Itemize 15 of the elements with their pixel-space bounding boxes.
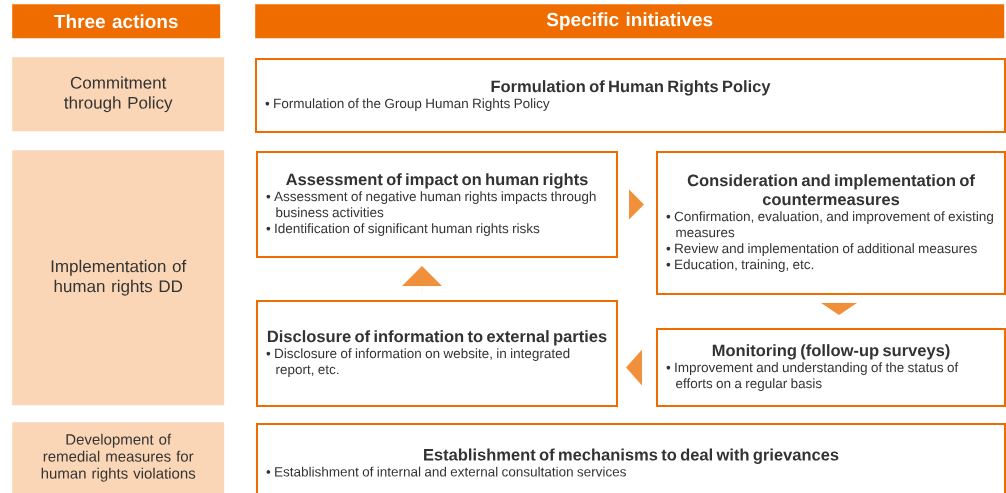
action-label-box: Development of remedial measures for human rights violations — [12, 422, 225, 493]
action-label-box: Commitment through Policy — [12, 57, 225, 132]
initiative-box: Assessment of impact on human rights • Assessment of negative human rights impacts through business activities • Identification of significant human rights risks — [256, 151, 618, 258]
initiative-box: Consideration and implementation of countermeasures • Confirmation, evaluation, and improvement of existing measures • Review and implementation of additional measures • Education, training, etc. — [656, 151, 1006, 295]
initiative-box: Establishment of mechanisms to deal with grievances • Establishment of internal and external consultation services — [256, 423, 1006, 493]
initiative-box: Formulation of Human Rights Policy • Formulation of the Group Human Rights Policy — [255, 58, 1006, 133]
arrow — [821, 302, 857, 315]
header-bar: Specific initiatives — [255, 4, 1005, 39]
arrow — [629, 189, 644, 220]
action-label-box: Implementation of human rights DD — [12, 150, 225, 406]
arrow — [402, 266, 442, 295]
initiative-box: Monitoring (follow-up surveys) • Improvement and understanding of the status of efforts on a regular basis — [656, 328, 1006, 407]
arrow — [626, 349, 643, 386]
header-bar: Three actions — [12, 4, 221, 39]
initiative-box: Disclosure of information to external parties • Disclosure of information on website, in integrated report, etc. — [256, 300, 618, 407]
